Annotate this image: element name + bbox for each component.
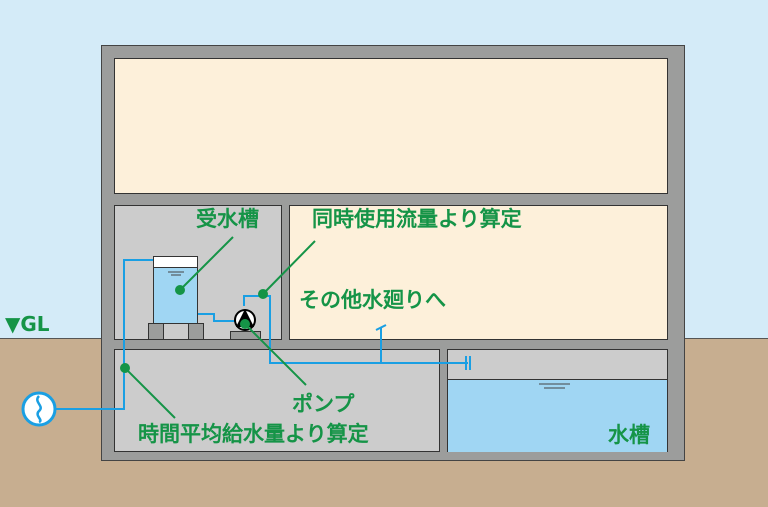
basement-pit	[114, 349, 440, 452]
pump-label: ポンプ	[292, 392, 355, 416]
other-fixtures-label: その他水廻りへ	[299, 288, 446, 312]
simultaneous-flow-label: 同時使用流量より算定	[312, 207, 522, 231]
pump-base	[230, 331, 261, 340]
ground-level-label: ▼GL	[5, 312, 50, 336]
water-tank-label: 水槽	[608, 423, 650, 447]
water-tank-water-level-icon	[539, 383, 570, 389]
leader-lines	[120, 236, 316, 419]
receiving-tank-label: 受水槽	[196, 207, 259, 231]
avg-hourly-label: 時間平均給水量より算定	[138, 422, 369, 446]
water-tank-water	[448, 379, 667, 452]
water-meter-icon	[21, 391, 57, 427]
middle-floor-room	[289, 205, 668, 340]
upper-floor-room	[114, 58, 668, 194]
supply-pipes	[56, 259, 471, 410]
receiving-tank-water-level-icon	[168, 271, 184, 276]
